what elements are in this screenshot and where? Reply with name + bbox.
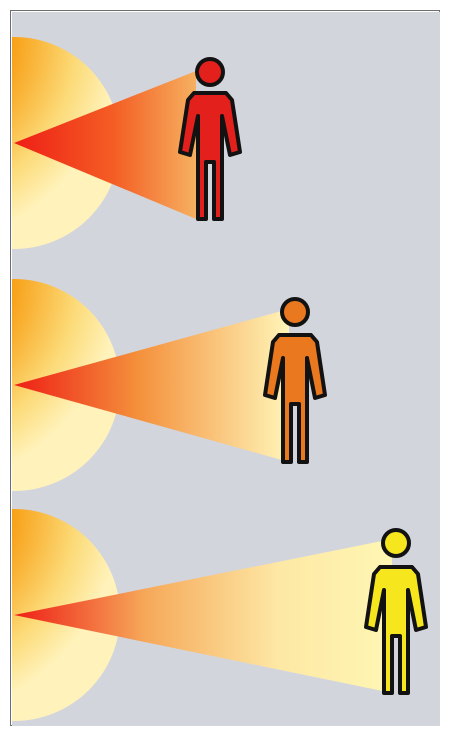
diagram-frame bbox=[10, 10, 440, 726]
diagram-svg bbox=[12, 12, 440, 726]
diagram-canvas bbox=[12, 12, 440, 726]
panel-middle bbox=[12, 279, 325, 491]
panel-far bbox=[12, 509, 426, 721]
panel-near bbox=[12, 37, 240, 249]
